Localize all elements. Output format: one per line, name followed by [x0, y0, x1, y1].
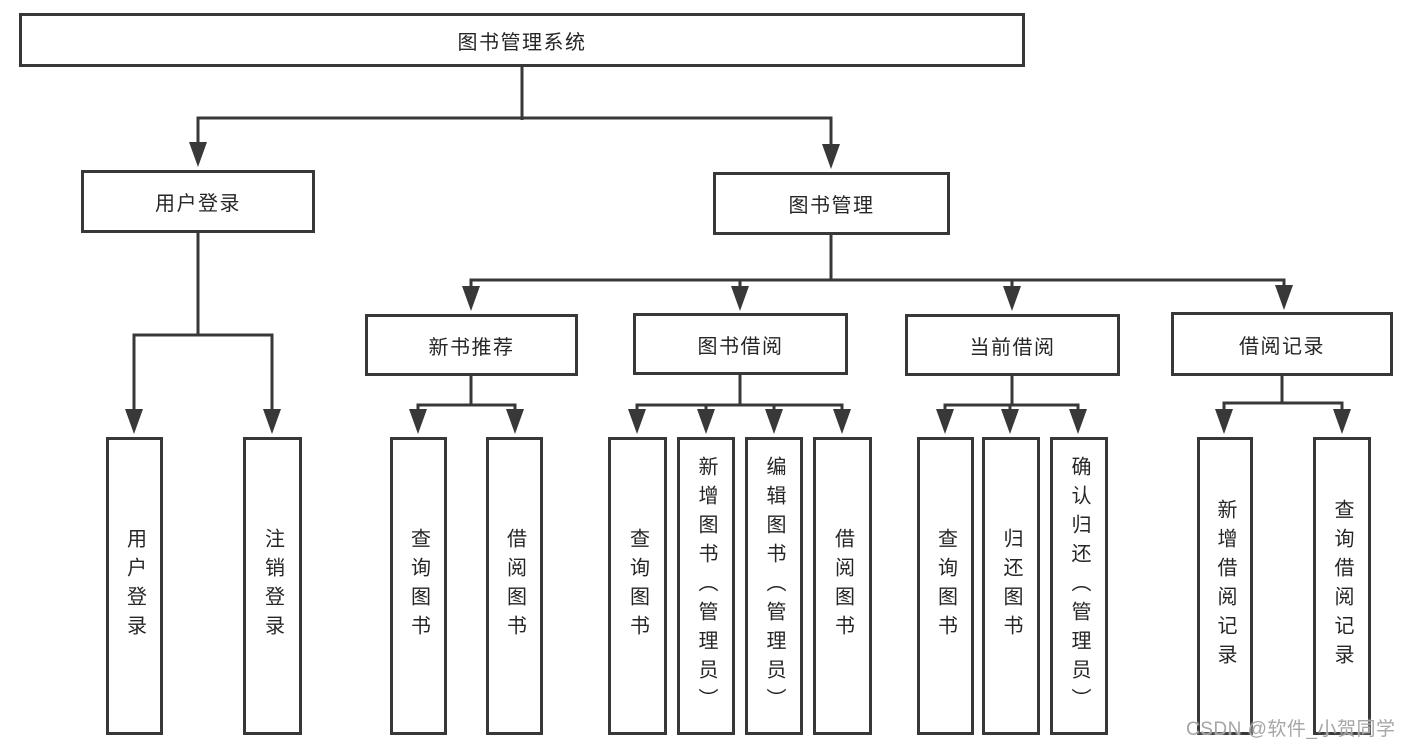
leaf-user-login: 用户登录: [106, 437, 163, 735]
arrowheads: [125, 142, 1351, 434]
leaf-edit-books-admin: 编辑图书（管理员）: [745, 437, 803, 735]
leaf-logout: 注销登录: [243, 437, 302, 735]
node-book-borrow: 图书借阅: [633, 313, 848, 375]
leaf-add-books-admin: 新增图书（管理员）: [677, 437, 735, 735]
leaf-query-borrow-record: 查询借阅记录: [1313, 437, 1371, 735]
leaf-confirm-return-admin: 确认归还（管理员）: [1050, 437, 1108, 735]
leaf-label: 查询图书: [407, 528, 430, 644]
leaf-query-books-2: 查询图书: [608, 437, 667, 735]
leaf-label: 新增借阅记录: [1214, 499, 1236, 673]
node-root: 图书管理系统: [19, 13, 1025, 67]
leaf-borrow-books-2: 借阅图书: [813, 437, 872, 735]
leaf-label: 查询图书: [626, 528, 649, 644]
leaf-query-books-3: 查询图书: [917, 437, 974, 735]
leaf-label: 用户登录: [123, 528, 146, 644]
node-new-book-recommend: 新书推荐: [365, 314, 578, 376]
leaf-borrow-books-1: 借阅图书: [486, 437, 543, 735]
leaf-label: 归还图书: [1000, 528, 1022, 644]
leaf-label: 确认归还（管理员）: [1068, 455, 1090, 717]
leaf-label: 编辑图书（管理员）: [763, 455, 785, 717]
leaf-label: 查询图书: [934, 528, 957, 644]
watermark: CSDN @软件_小贺同学: [1186, 719, 1396, 740]
leaf-return-books: 归还图书: [982, 437, 1040, 735]
node-book-management: 图书管理: [713, 172, 950, 235]
node-user-login: 用户登录: [81, 170, 315, 233]
leaf-label: 新增图书（管理员）: [695, 455, 717, 717]
leaf-add-borrow-record: 新增借阅记录: [1197, 437, 1253, 735]
node-borrow-records: 借阅记录: [1171, 312, 1393, 376]
leaf-label: 查询借阅记录: [1331, 499, 1353, 673]
leaf-label: 注销登录: [261, 528, 284, 644]
leaf-label: 借阅图书: [831, 528, 854, 644]
leaf-label: 借阅图书: [503, 528, 526, 644]
node-current-borrow: 当前借阅: [905, 314, 1120, 376]
leaf-query-books-1: 查询图书: [390, 437, 447, 735]
